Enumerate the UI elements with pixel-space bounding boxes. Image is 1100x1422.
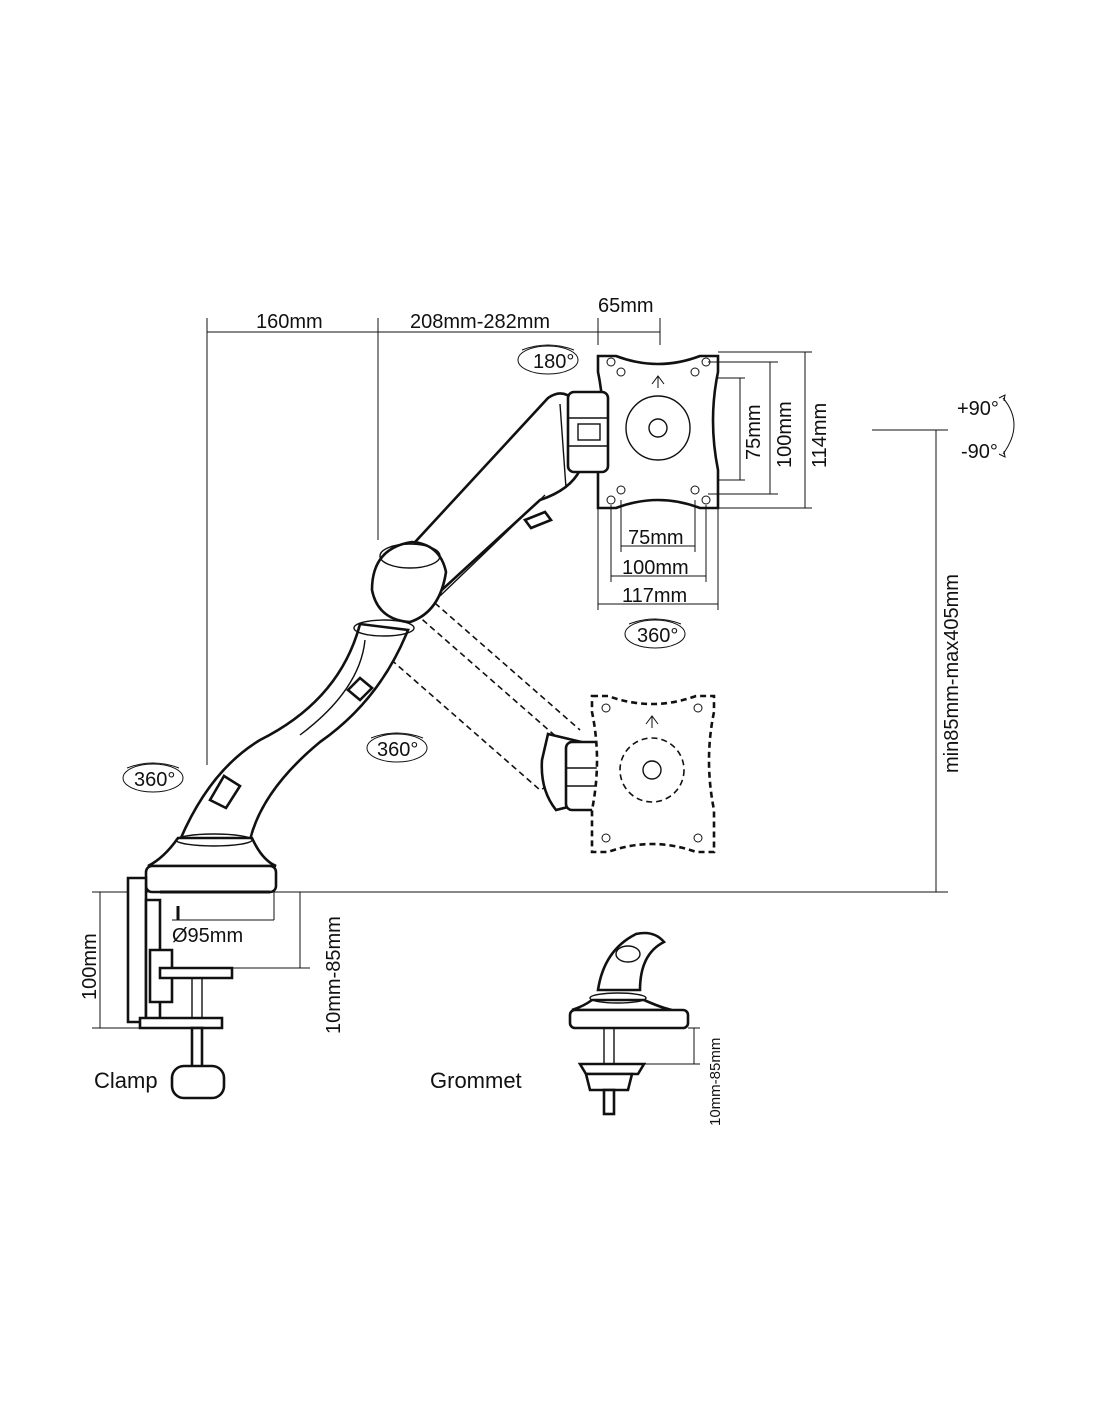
vesa-small-h-label: 75mm: [628, 527, 684, 549]
top-dimensions: [206, 318, 661, 765]
vesa-small-v-label: 75mm: [743, 404, 765, 460]
rotation-portrait-indicator: +90° -90°: [957, 394, 1015, 463]
clamp-label: Clamp: [94, 1068, 158, 1093]
tilt-label: 180°: [533, 351, 574, 373]
height-range-label: min85mm-max405mm: [941, 574, 963, 773]
vesa-large-v-label: 100mm: [774, 401, 796, 468]
bracket-depth-label: 65mm: [598, 295, 654, 317]
desk-base: [144, 833, 278, 894]
lower-arm-position: [379, 589, 606, 812]
vesa-plate-lower: [590, 694, 716, 854]
clamp-assembly: [126, 876, 234, 1100]
vesa-large-h-label: 100mm: [622, 557, 689, 579]
rotate-up-label: +90°: [957, 398, 999, 420]
plate-height-label: 114mm: [809, 403, 831, 468]
rotation-tilt-badge: 180°: [517, 344, 579, 375]
rotate-down-label: -90°: [961, 441, 998, 463]
grommet-label: Grommet: [430, 1068, 522, 1093]
clamp-range-label: 10mm-85mm: [323, 916, 345, 1034]
rotation-swivel-arm-badge: 360°: [366, 732, 428, 763]
plate-width-label: 117mm: [622, 585, 687, 607]
vesa-plate-upper: [596, 354, 720, 510]
swivel-head-label: 360°: [637, 625, 678, 647]
vesa-vertical-dimensions: [708, 351, 812, 509]
grommet-dimensions: [644, 1027, 700, 1065]
grommet-range-label: 10mm-85mm: [707, 1038, 724, 1126]
grommet-assembly: [568, 931, 690, 1116]
arm-reach-2-label: 208mm-282mm: [410, 311, 550, 333]
arm-reach-1-label: 160mm: [256, 311, 323, 333]
rotation-swivel-head-badge: 360°: [624, 618, 686, 649]
elbow-joint: [370, 540, 448, 624]
lower-curved-arm: [178, 619, 415, 842]
rotation-swivel-base-badge: 360°: [122, 762, 184, 793]
clamp-dimensions: [92, 892, 310, 1029]
clamp-height-label: 100mm: [79, 933, 101, 1000]
vesa-horizontal-dimensions: [597, 500, 719, 610]
base-diameter-label: Ø95mm: [172, 925, 243, 947]
swivel-arm-label: 360°: [377, 739, 418, 761]
swivel-base-label: 360°: [134, 769, 175, 791]
